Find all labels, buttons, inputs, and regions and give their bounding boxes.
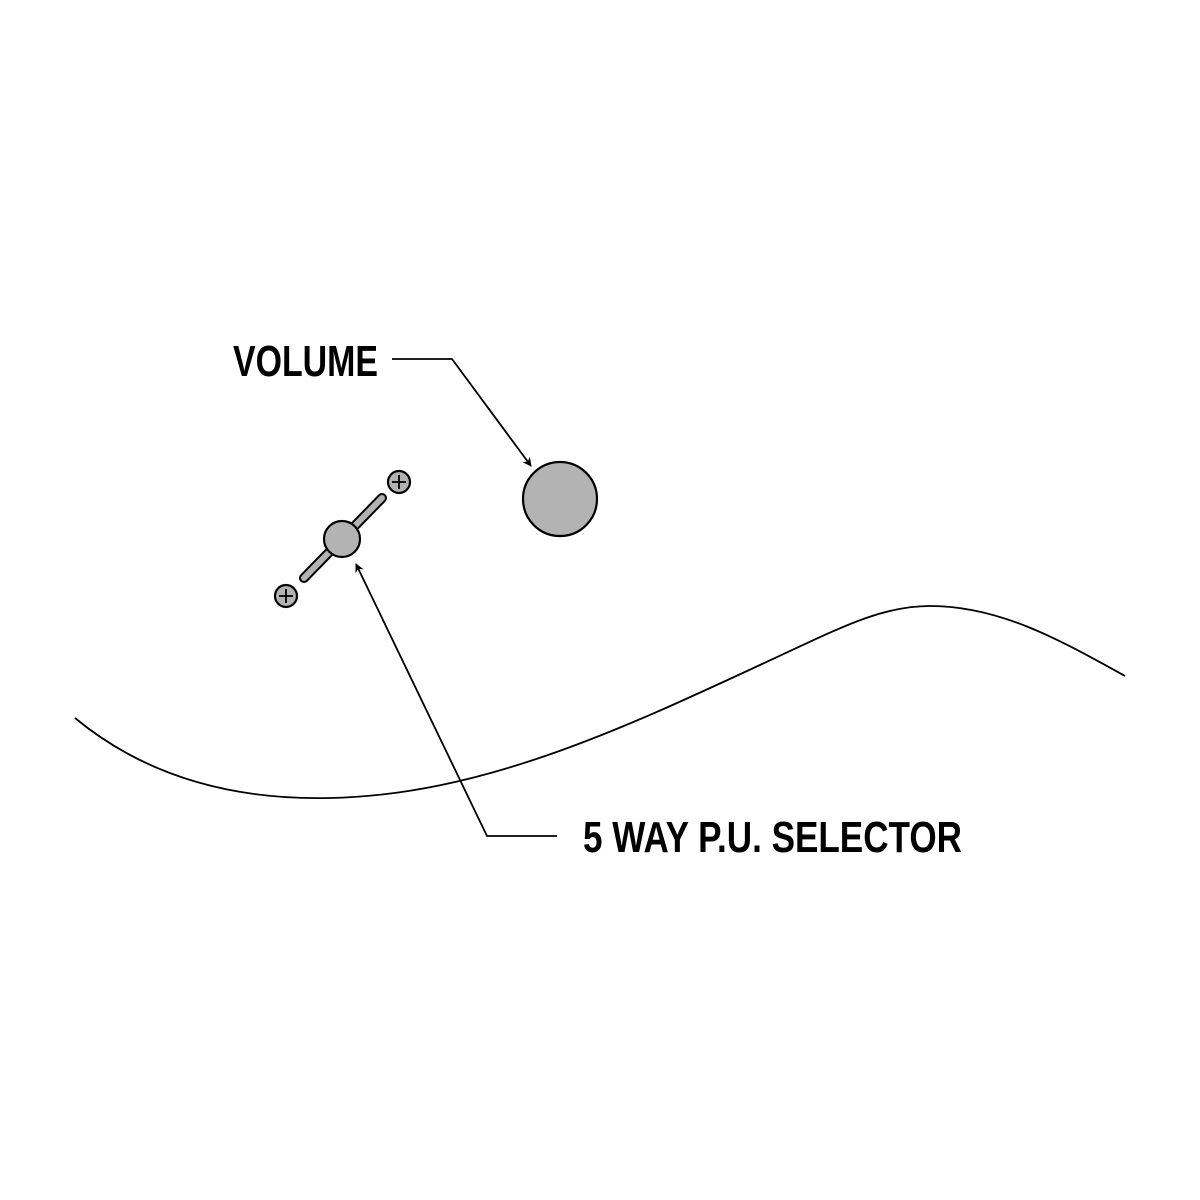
screw-icon bbox=[273, 583, 299, 609]
selector-leader-arrow bbox=[355, 563, 557, 837]
pickup-selector-switch bbox=[273, 469, 412, 609]
volume-leader-arrow bbox=[392, 358, 532, 467]
screw-icon bbox=[386, 469, 412, 495]
selector-label: 5 WAY P.U. SELECTOR bbox=[583, 813, 962, 862]
volume-label: VOLUME bbox=[233, 337, 378, 386]
body-outline-curve bbox=[74, 605, 1126, 800]
volume-knob bbox=[521, 460, 599, 538]
selector-tip bbox=[322, 519, 362, 559]
